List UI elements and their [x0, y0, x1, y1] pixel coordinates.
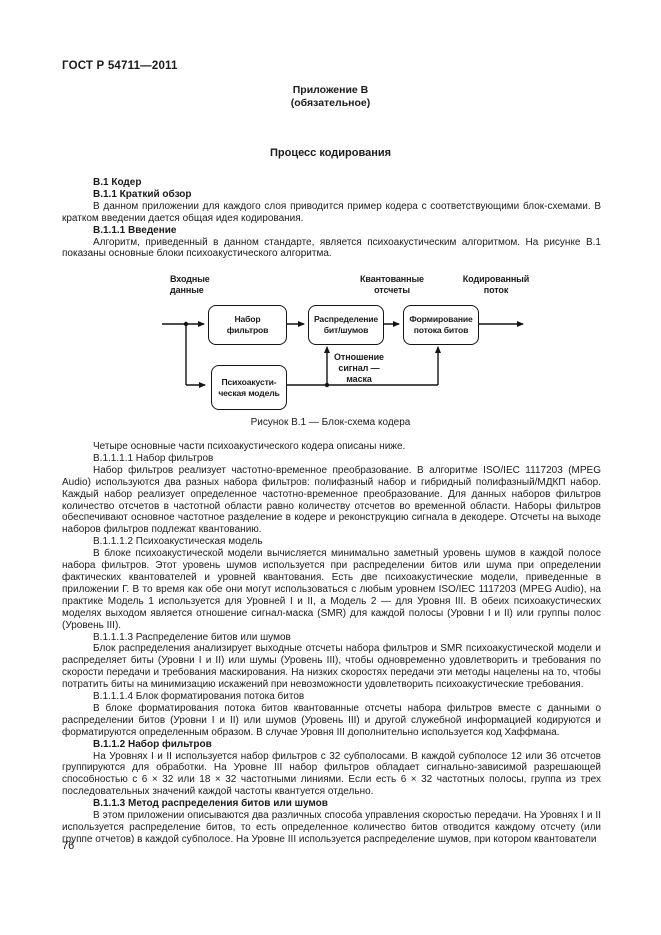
- page-title: Процесс кодирования: [269, 147, 392, 159]
- paragraph: В этом приложении описываются два различ…: [62, 810, 601, 845]
- paragraph: Блок распределения анализирует выходные …: [62, 643, 601, 691]
- section-heading: В.1.1.1 Введение: [93, 224, 177, 236]
- paragraph: Четыре основные части психоакустического…: [93, 441, 406, 452]
- appendix-label: Приложение В (обязательное): [290, 84, 371, 109]
- flow-box-bitstream-formatting: Формирование потока битов: [403, 305, 479, 345]
- document-code: ГОСТ Р 54711—2011: [62, 60, 178, 72]
- paragraph: Набор фильтров реализует частотно-времен…: [62, 464, 601, 536]
- paragraph: Алгоритм, приведенный в данном стандарте…: [62, 236, 601, 260]
- flow-box-psychoacoustic-model: Психоакусти- ческая модель: [211, 365, 287, 410]
- main-text-block: Четыре основные части психоакустического…: [62, 441, 601, 846]
- paragraph: На Уровнях I и II используется набор фил…: [62, 750, 601, 798]
- figure-caption: Рисунок В.1 — Блок-схема кодера: [250, 417, 411, 428]
- page-number: 76: [62, 840, 75, 852]
- flow-box-filter-bank: Набор фильтров: [208, 305, 287, 345]
- subheading: В.1.1.1.4 Блок форматирования потока бит…: [93, 691, 305, 703]
- paragraph: В блоке психоакустической модели вычисля…: [62, 548, 601, 631]
- flow-label-coded-stream: Кодированный поток: [462, 274, 530, 295]
- intro-text-block: В.1 Кодер В.1.1 Краткий обзор В данном п…: [62, 177, 601, 260]
- encoder-block-diagram: Входные данные Квантованные отсчеты Коди…: [150, 272, 540, 414]
- section-heading: В.1 Кодер: [93, 177, 142, 188]
- paragraph: В данном приложении для каждого слоя при…: [62, 200, 601, 224]
- section-heading: В.1.1.3 Метод распределения битов или шу…: [93, 798, 328, 810]
- flow-box-bit-noise-allocation: Распределение бит/шумов: [308, 305, 384, 345]
- subheading: В.1.1.1.3 Распределение битов или шумов: [93, 631, 291, 643]
- paragraph: В блоке форматирования потока битов кван…: [62, 702, 601, 738]
- flow-label-signal-mask-ratio: Отношение сигнал — маска: [334, 352, 384, 384]
- section-heading: В.1.1 Краткий обзор: [93, 188, 192, 200]
- flow-arrows: [162, 321, 524, 388]
- flow-label-input-data: Входные данные: [170, 274, 210, 295]
- subheading: В.1.1.1.2 Психоакустическая модель: [93, 536, 263, 548]
- section-heading: В.1.1.2 Набор фильтров: [93, 738, 212, 750]
- flow-label-quantized-samples: Квантованные отсчеты: [360, 274, 424, 295]
- subheading: В.1.1.1.1 Набор фильтров: [93, 452, 214, 464]
